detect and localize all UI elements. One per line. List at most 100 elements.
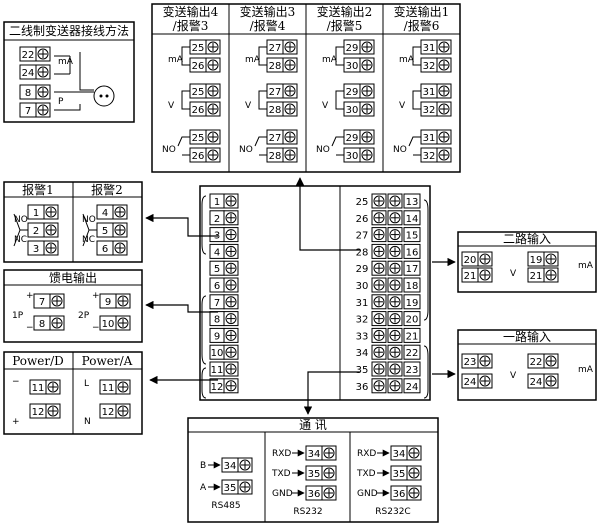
transmit-v-label: V [322,101,329,111]
screw-icon [207,59,219,71]
terminal-number: 30 [356,281,369,292]
terminal-number: 30 [346,151,359,162]
terminal-number: 24 [464,377,477,388]
screw-icon [361,103,373,115]
terminal-number: 26 [192,105,205,116]
terminal-number: 11 [211,365,224,376]
screw-icon [545,253,557,265]
screw-icon [408,447,420,459]
rs232c-signal: GND [357,489,378,499]
screw-icon [479,375,491,387]
terminal-number: 22 [530,357,543,368]
rs232c-name: RS232C [375,507,410,517]
screw-icon [479,355,491,367]
screw-icon [373,245,385,257]
screw-icon [37,48,49,60]
screw-icon [373,296,385,308]
screw-icon [545,355,557,367]
input2-title: 二路输入 [503,231,551,246]
screw-icon [361,85,373,97]
terminal-number: 10 [211,348,224,359]
screw-icon [225,212,237,224]
screw-icon [323,447,335,459]
screw-icon [438,85,450,97]
screw-icon [373,329,385,341]
rs485-signal: A [200,483,207,493]
terminal-number: 32 [423,105,436,116]
terminal-number: 24 [406,382,419,393]
screw-icon [479,253,491,265]
terminal-number: 30 [346,105,359,116]
power-d-title: Power/D [12,354,64,368]
terminal-number: 20 [406,315,419,326]
screw-icon [225,329,237,341]
power-a-title: Power/A [82,354,133,368]
terminal-number: 5 [214,264,220,275]
screw-icon [114,224,126,236]
screw-icon [284,85,296,97]
terminal-number: 29 [356,264,369,275]
screw-icon [408,467,420,479]
terminal-number: 32 [423,151,436,162]
screw-icon [389,380,401,392]
transmit-no-label: NO [162,145,176,155]
terminal-number: 25 [192,87,205,98]
terminal-number: 29 [346,43,359,54]
screw-icon [207,41,219,53]
screw-icon [225,279,237,291]
screw-icon [389,212,401,224]
terminal-number: 28 [356,247,369,258]
screw-icon [45,224,57,236]
terminal-number: 35 [224,483,237,494]
screw-icon [373,380,385,392]
screw-icon [225,346,237,358]
transmit-title: 变送输出3 [240,4,296,19]
screw-icon [47,381,59,393]
terminal-number: 23 [464,357,477,368]
screw-icon [37,66,49,78]
screw-icon [207,131,219,143]
terminal-number: 34 [356,348,369,359]
terminal-number: 25 [356,197,369,208]
terminal-number: 12 [32,407,45,418]
terminal-number: 12 [211,382,224,393]
rs232-signal: TXD [271,469,291,479]
screw-icon [389,262,401,274]
screw-icon [389,363,401,375]
screw-icon [284,59,296,71]
screw-icon [389,279,401,291]
screw-icon [373,229,385,241]
svg-text:+: + [92,291,100,301]
transmit-v-label: V [245,101,252,111]
svg-text:−: − [26,323,34,333]
terminal-number: 9 [214,331,220,342]
terminal-number: 35 [393,469,406,480]
screw-icon [225,363,237,375]
terminal-number: 26 [192,151,205,162]
screw-icon [373,363,385,375]
input1-title: 一路输入 [503,329,551,344]
screw-icon [225,262,237,274]
terminal-number: 32 [423,61,436,72]
screw-icon [373,262,385,274]
screw-icon [323,467,335,479]
terminal-number: 31 [423,87,436,98]
power-l: L [84,379,89,389]
screw-icon [389,229,401,241]
terminal-number: 7 [214,298,220,309]
transmit-ma-label: mA [245,55,261,65]
terminal-number: 27 [269,87,282,98]
screw-icon [408,487,420,499]
terminal-number: 30 [346,61,359,72]
screw-icon [284,149,296,161]
svg-text:+: + [12,417,20,427]
terminal-number: 24 [22,68,35,79]
terminal-number: 11 [102,383,115,394]
transmit-subtitle: /报警3 [173,18,209,33]
terminal-number: 21 [464,271,477,282]
transmit-title: 变送输出2 [317,4,373,19]
